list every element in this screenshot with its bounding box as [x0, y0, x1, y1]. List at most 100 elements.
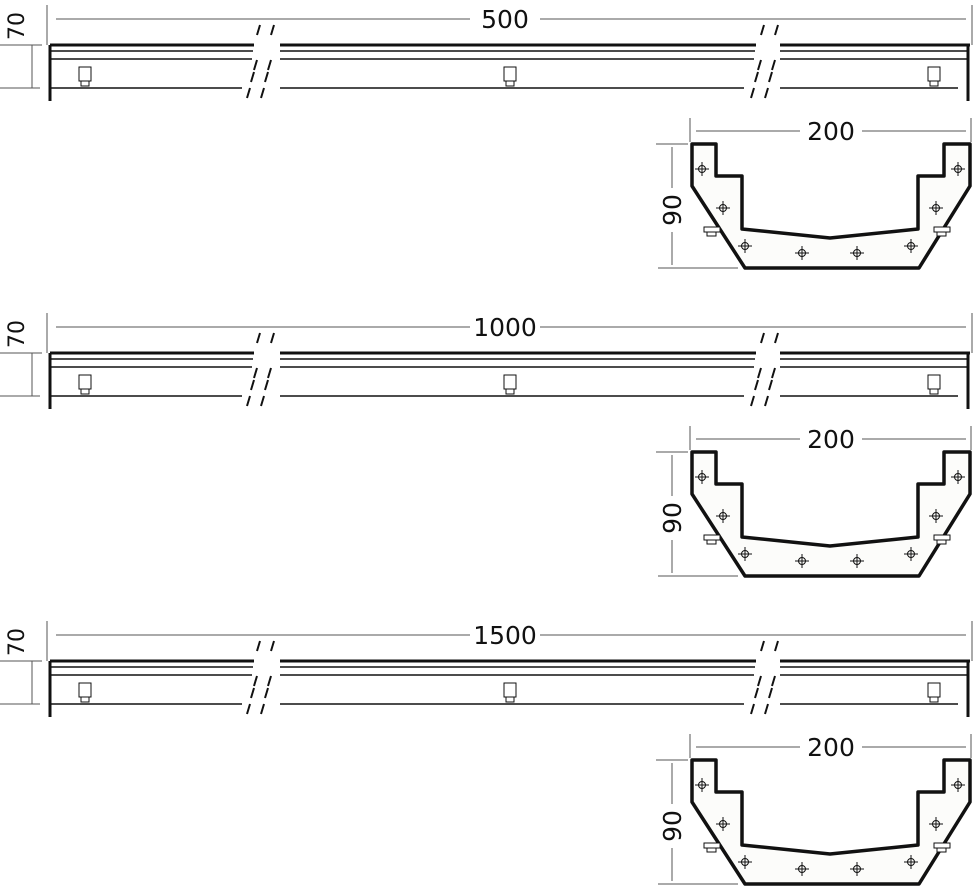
- fixing-tab-icon: [933, 226, 951, 233]
- fixing-hole-icon: [738, 547, 752, 561]
- break-mark-icon: [246, 395, 251, 407]
- break-mark-icon: [260, 395, 265, 407]
- break-mark-icon: [250, 379, 255, 391]
- break-mark-icon: [270, 332, 275, 344]
- fixing-hole-icon: [738, 855, 752, 869]
- fixing-hole-icon: [850, 554, 864, 568]
- break-mark-icon: [771, 59, 776, 71]
- profile-height-dimension-label: 90: [658, 194, 687, 226]
- fixing-tab-icon: [706, 847, 717, 853]
- height-dimension-label: 70: [5, 12, 30, 40]
- break-mark-icon: [250, 687, 255, 699]
- fixing-tab-icon: [703, 534, 721, 541]
- profile-outline: [690, 142, 972, 270]
- fixing-hole-icon: [850, 246, 864, 260]
- break-mark-icon: [253, 675, 258, 687]
- break-mark-icon: [757, 367, 762, 379]
- break-mark-icon: [246, 87, 251, 99]
- break-mark-icon: [771, 367, 776, 379]
- profile-outline: [690, 450, 972, 578]
- fixing-hole-icon: [951, 162, 965, 176]
- break-mark-icon: [267, 59, 272, 71]
- break-mark-icon: [246, 703, 251, 715]
- break-mark-icon: [256, 24, 261, 36]
- break-mark-icon: [260, 87, 265, 99]
- fixing-hole-icon: [795, 246, 809, 260]
- height-dimension-label: 70: [5, 628, 30, 656]
- break-mark-icon: [760, 332, 765, 344]
- fixing-hole-icon: [738, 239, 752, 253]
- fixing-hole-icon: [695, 162, 709, 176]
- fixing-hole-icon: [929, 509, 943, 523]
- end-cap-icon: [927, 682, 941, 698]
- end-cap-icon: [78, 682, 92, 698]
- break-mark-icon: [264, 687, 269, 699]
- fixing-tab-icon: [703, 842, 721, 849]
- break-mark-icon: [757, 675, 762, 687]
- fixing-hole-icon: [795, 862, 809, 876]
- break-mark-icon: [750, 395, 755, 407]
- fixing-hole-icon: [716, 201, 730, 215]
- break-mark-icon: [764, 395, 769, 407]
- break-mark-icon: [764, 703, 769, 715]
- end-cap-foot-icon: [929, 696, 939, 703]
- fixing-tab-icon: [933, 534, 951, 541]
- end-cap-foot-icon: [80, 696, 90, 703]
- break-mark-icon: [760, 24, 765, 36]
- channel-cross-section: 200 90: [656, 733, 972, 886]
- break-mark-icon: [774, 24, 779, 36]
- fixing-tab-icon: [933, 842, 951, 849]
- break-mark-icon: [256, 640, 261, 652]
- fixing-tab-icon: [703, 226, 721, 233]
- end-cap-foot-icon: [929, 80, 939, 87]
- break-mark-icon: [771, 675, 776, 687]
- width-dimension-label: 200: [807, 733, 855, 762]
- fixing-tab-icon: [936, 847, 947, 853]
- break-mark-icon: [757, 59, 762, 71]
- break-mark-icon: [264, 71, 269, 83]
- fixing-hole-icon: [904, 855, 918, 869]
- fixing-tab-icon: [706, 539, 717, 545]
- break-mark-icon: [760, 640, 765, 652]
- fixing-hole-icon: [716, 817, 730, 831]
- end-cap-icon: [78, 374, 92, 390]
- break-mark-icon: [768, 379, 773, 391]
- profile-height-dimension-label: 90: [658, 810, 687, 842]
- profile-outline: [690, 758, 972, 886]
- break-mark-icon: [750, 87, 755, 99]
- channel-elevation: 500 70: [0, 5, 973, 101]
- end-cap-icon: [78, 66, 92, 82]
- break-mark-icon: [768, 71, 773, 83]
- fixing-hole-icon: [929, 817, 943, 831]
- fixing-hole-icon: [951, 778, 965, 792]
- end-cap-icon: [927, 66, 941, 82]
- break-mark-icon: [253, 367, 258, 379]
- fixing-hole-icon: [904, 239, 918, 253]
- end-cap-foot-icon: [80, 80, 90, 87]
- end-cap-icon: [503, 682, 517, 698]
- end-cap-icon: [927, 374, 941, 390]
- length-dimension-label: 500: [481, 5, 529, 34]
- end-cap-foot-icon: [505, 80, 515, 87]
- break-mark-icon: [768, 687, 773, 699]
- fixing-hole-icon: [850, 862, 864, 876]
- break-mark-icon: [754, 687, 759, 699]
- fixing-hole-icon: [951, 470, 965, 484]
- break-mark-icon: [774, 332, 779, 344]
- fixing-hole-icon: [695, 470, 709, 484]
- fixing-tab-icon: [936, 539, 947, 545]
- end-cap-foot-icon: [80, 388, 90, 395]
- fixing-tab-icon: [936, 231, 947, 237]
- fixing-hole-icon: [795, 554, 809, 568]
- break-mark-icon: [764, 87, 769, 99]
- fixing-hole-icon: [716, 509, 730, 523]
- end-cap-foot-icon: [505, 696, 515, 703]
- end-cap-icon: [503, 374, 517, 390]
- height-dimension-label: 70: [5, 320, 30, 348]
- fixing-hole-icon: [929, 201, 943, 215]
- break-mark-icon: [256, 332, 261, 344]
